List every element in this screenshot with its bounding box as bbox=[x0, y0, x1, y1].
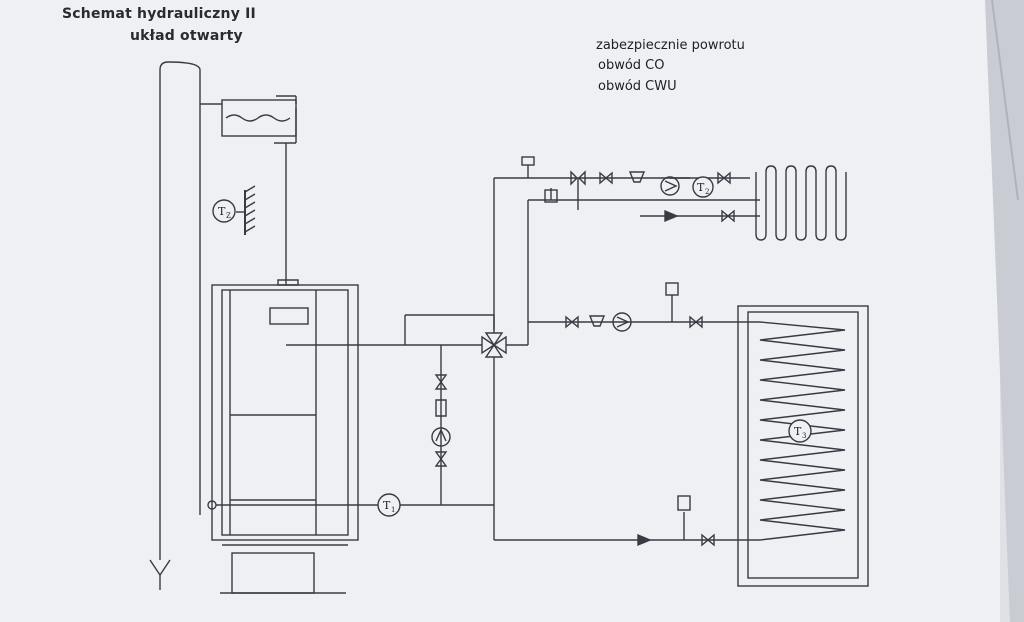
cwu-return bbox=[637, 495, 715, 547]
expansion-tank bbox=[200, 95, 297, 285]
radiator bbox=[755, 165, 847, 241]
sensor-t2-label: T bbox=[697, 181, 705, 194]
hot-water-tank bbox=[737, 305, 869, 587]
sensor-tz: T Z bbox=[212, 199, 236, 223]
sensor-t2-sub: 2 bbox=[705, 188, 709, 196]
schematic-subtitle: układ otwarty bbox=[130, 28, 243, 44]
sensor-tz-label: T bbox=[218, 205, 226, 218]
sensor-t3-label: T bbox=[794, 425, 802, 438]
legend-cwu-circuit: obwód CWU bbox=[598, 79, 677, 94]
sensor-t1: T 1 bbox=[377, 493, 401, 517]
schematic-title: Schemat hydrauliczny II bbox=[62, 6, 256, 22]
paper-sheet bbox=[0, 0, 1000, 622]
room-sensor-wall bbox=[236, 185, 256, 235]
sensor-t1-label: T bbox=[383, 499, 391, 512]
sensor-tz-sub: Z bbox=[226, 212, 231, 220]
page-edge-shadow bbox=[985, 0, 1024, 622]
sensor-t1-sub: 1 bbox=[391, 506, 395, 514]
boiler bbox=[207, 279, 359, 594]
legend-return-protection: zabezpiecznie powrotu bbox=[596, 38, 745, 53]
sensor-t2: T 2 bbox=[692, 176, 714, 198]
safety-pipe bbox=[149, 61, 201, 590]
legend-co-circuit: obwód CO bbox=[598, 58, 665, 73]
page-edge-line bbox=[991, 0, 1019, 201]
sensor-t3-sub: 3 bbox=[802, 432, 806, 440]
return-protection-circuit bbox=[431, 345, 451, 505]
cwu-circuit bbox=[528, 282, 760, 332]
return-pipe bbox=[216, 357, 760, 541]
sensor-t3: T 3 bbox=[788, 419, 812, 443]
